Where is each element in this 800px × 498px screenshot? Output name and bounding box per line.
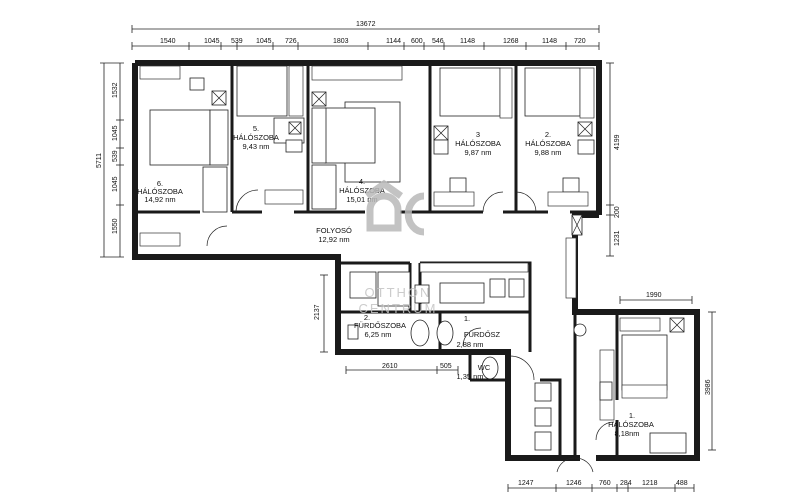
dim-right-1: 4199 <box>614 134 621 150</box>
room-6-name: HÁLÓSZOBA <box>137 187 183 196</box>
room-6-number: 6. <box>157 179 163 188</box>
room-5-number: 5. <box>253 124 259 133</box>
dim-top-4: 1045 <box>256 38 272 45</box>
dim-left-4: 1045 <box>112 176 119 192</box>
bathroom-1-name: FÜRDŐSZ <box>464 330 501 339</box>
dim-left-3: 539 <box>112 150 119 162</box>
room-6-area: 14,92 nm <box>144 195 175 204</box>
dim-right-2: 200 <box>614 206 621 218</box>
dim-top-8: 600 <box>411 38 423 45</box>
dim-top-6: 1803 <box>333 38 349 45</box>
dim-top-9: 546 <box>432 38 444 45</box>
dim-left-total: 5711 <box>96 153 103 168</box>
dim-left-1: 1532 <box>112 82 119 98</box>
dim-bottom-left-1: 2610 <box>382 363 398 370</box>
dim-left-5: 1550 <box>112 218 119 234</box>
dim-bottom-4: 284 <box>620 480 632 487</box>
bathroom-2-name: FÜRDŐSZOBA <box>354 321 406 330</box>
dim-top-11: 1268 <box>503 38 519 45</box>
room-5-area: 9,43 nm <box>242 142 269 151</box>
watermark-line-2: CENTRUM <box>359 301 438 316</box>
room-2-area: 9,88 nm <box>534 148 561 157</box>
dim-overall: 13672 <box>356 21 376 28</box>
wc-area: 1,35 nm <box>456 372 483 381</box>
dim-top-3: 539 <box>231 38 243 45</box>
room-3-area: 9,87 nm <box>464 148 491 157</box>
dim-top-13: 720 <box>574 38 586 45</box>
room-3-name: HÁLÓSZOBA <box>455 139 501 148</box>
room-1-number: 1. <box>629 411 635 420</box>
dim-bottom-left-2: 505 <box>440 363 452 370</box>
dim-bottom-2: 1246 <box>566 480 582 487</box>
room-5-name: HÁLÓSZOBA <box>233 133 279 142</box>
wardrobe <box>139 65 181 80</box>
bed <box>149 109 211 166</box>
dim-top-10: 1148 <box>460 38 475 45</box>
wc-name: WC <box>478 363 491 372</box>
otthon-centrum-logo: OTTHON CENTRUM <box>359 179 438 316</box>
corridor-name: FOLYOSÓ <box>316 226 352 235</box>
bathroom-1-area: 2,88 nm <box>456 340 483 349</box>
room-1-name: HÁLÓSZOBA <box>608 420 654 429</box>
dim-top-1: 1540 <box>160 38 176 45</box>
dim-bath: 2137 <box>314 304 321 320</box>
room-labels: 6. HÁLÓSZOBA 14,92 nm 5. HÁLÓSZOBA 9,43 … <box>137 124 654 438</box>
dim-bottom-3: 760 <box>599 480 611 487</box>
room-2-number: 2. <box>545 130 551 139</box>
bathroom-2-area: 6,25 nm <box>364 330 391 339</box>
dim-top-2: 1045 <box>204 38 220 45</box>
dimension-lines: 13672 1540 1045 539 1045 726 1803 1144 6… <box>96 21 716 492</box>
dim-left-2: 1045 <box>112 125 119 141</box>
room-2-name: HÁLÓSZOBA <box>525 139 571 148</box>
room-4-number: 4. <box>359 177 365 186</box>
room-4-area: 15,01 nm <box>346 195 377 204</box>
bathroom-2-number: 2. <box>364 313 370 322</box>
dim-room1-top: 1990 <box>646 292 662 299</box>
dim-bottom-1: 1247 <box>518 480 534 487</box>
corridor-area: 12,92 nm <box>318 235 349 244</box>
dim-right-3: 1231 <box>614 230 621 246</box>
dim-top-7: 1144 <box>386 38 401 45</box>
room-1-area: 8,18nm <box>614 429 639 438</box>
dim-room1-right: 3986 <box>705 379 712 395</box>
room-3-number: 3 <box>476 130 480 139</box>
dim-bottom-6: 488 <box>676 480 688 487</box>
furniture <box>139 65 687 473</box>
watermark-line-1: OTTHON <box>365 285 432 300</box>
room-4-name: HÁLÓSZOBA <box>339 186 385 195</box>
dim-top-5: 726 <box>285 38 297 45</box>
bathroom-1-number: 1. <box>464 314 470 323</box>
dim-top-12: 1148 <box>542 38 557 45</box>
dim-bottom-5: 1218 <box>642 480 658 487</box>
